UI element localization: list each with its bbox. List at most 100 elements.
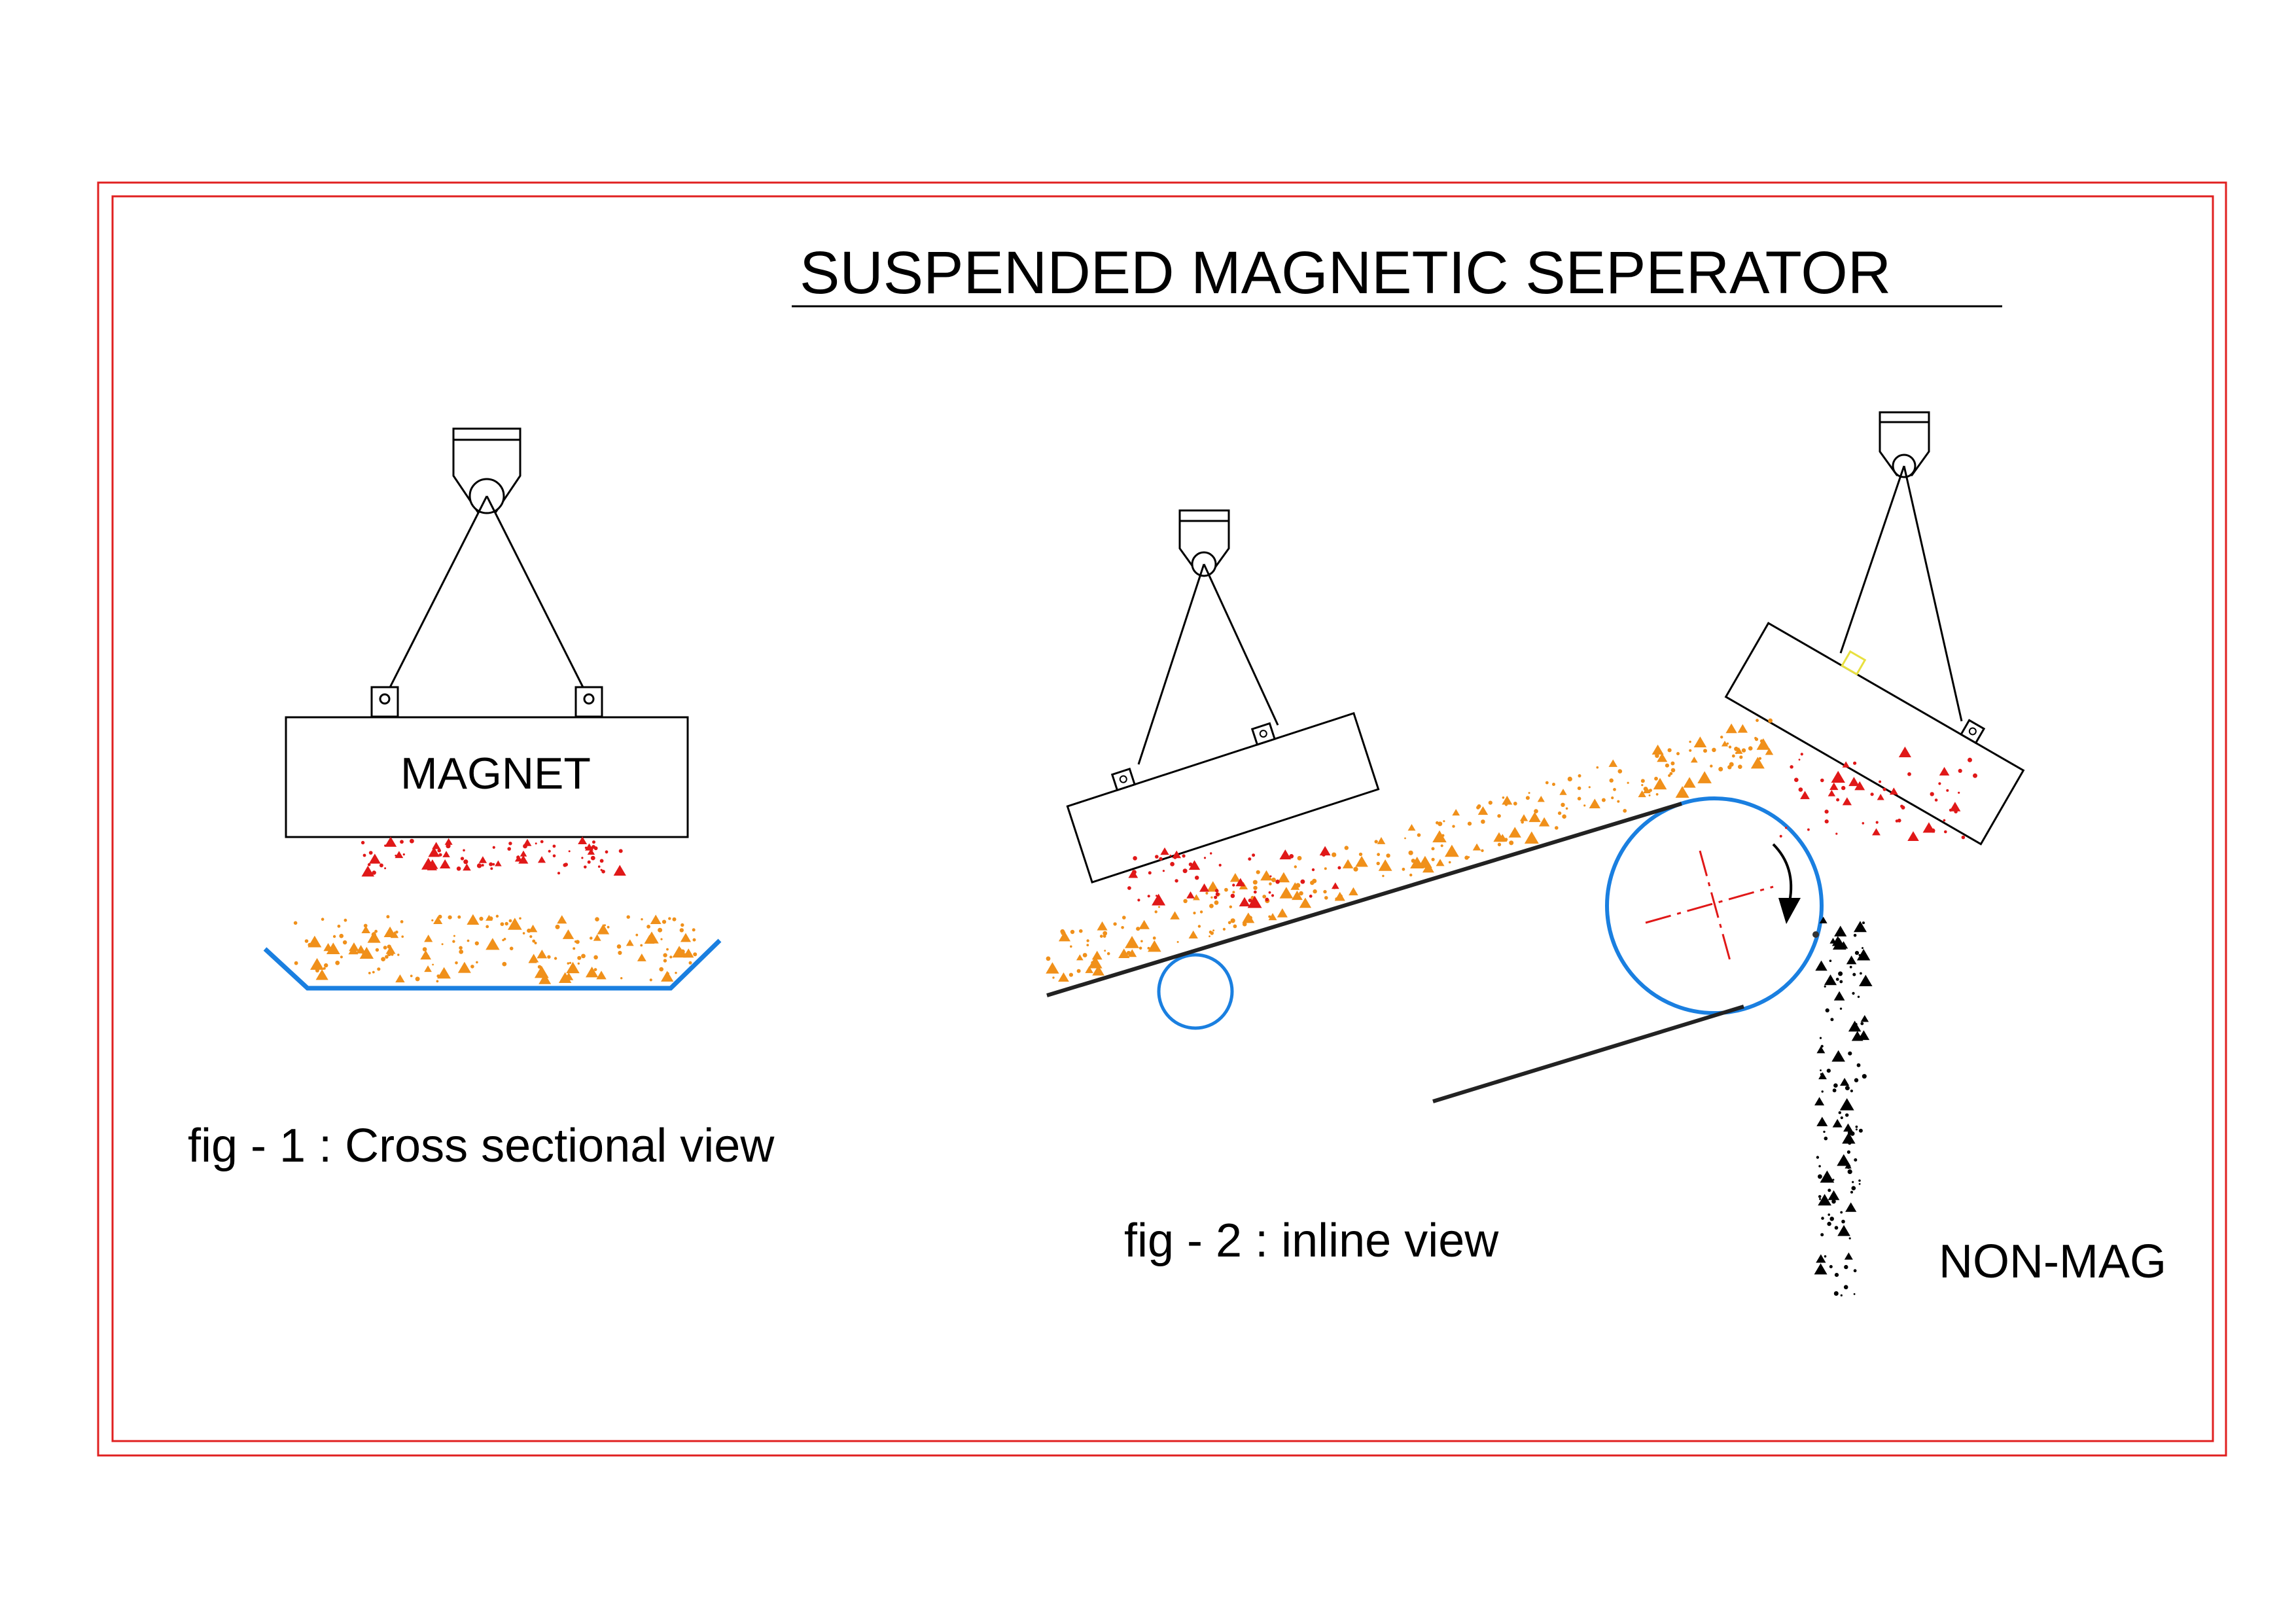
particle [1930,792,1934,796]
particle [1256,870,1260,874]
particle [433,916,443,925]
particle [397,954,400,956]
particle [361,925,370,934]
particle [1852,972,1856,976]
particle [635,933,639,936]
particle [519,917,521,920]
particle [1324,896,1328,900]
particle [463,849,465,852]
particle [1856,1063,1861,1067]
particle [669,955,673,959]
particle [1819,1037,1822,1039]
particle [1127,949,1137,957]
particle [1310,880,1315,885]
particle [1668,774,1671,777]
particle [390,931,399,938]
particle [1227,921,1231,925]
particle [1835,832,1838,835]
particle [672,917,677,921]
particle [1642,787,1651,794]
particle [1840,1077,1850,1086]
fig2-mixed-material-on-belt [1046,718,1774,982]
particle [637,954,646,961]
non-mag-label: NON-MAG [1939,1236,2166,1288]
particle [436,980,439,983]
particle [1830,1018,1834,1022]
fig2-head-pulley-center-mark [1645,850,1774,966]
particle [1467,821,1472,826]
particle [1052,976,1055,979]
particle [1577,786,1581,791]
particle [1835,978,1839,981]
particle [1859,974,1873,986]
particle [1653,777,1667,790]
particle [1349,887,1358,896]
particle [478,856,487,863]
particle [1148,871,1152,875]
particle [379,863,383,868]
particle [537,949,548,959]
particle [618,849,623,853]
particle [1214,895,1218,899]
particle [534,942,537,944]
particle [1763,743,1767,747]
particle [1334,891,1345,901]
particle [1665,763,1669,768]
rotation-arrow [1772,843,1801,924]
particle [1839,1098,1854,1111]
particle [1712,747,1716,753]
particle [666,948,669,951]
particle [1332,852,1337,857]
particle [1838,971,1843,976]
particle [1113,922,1117,926]
particle [1207,881,1220,892]
particle [1779,834,1782,838]
particle [1214,900,1219,905]
particle [1842,797,1852,806]
particle [1355,855,1368,867]
particle [422,947,427,952]
particle [1821,1120,1825,1124]
particle [1731,754,1735,758]
particle [1104,950,1106,952]
particle [439,859,451,868]
particle [1309,895,1313,898]
particle [1323,889,1327,894]
particle [1800,791,1810,800]
particle [1862,921,1865,925]
particle [1378,859,1392,871]
particle [1324,867,1327,870]
particle [1824,1255,1827,1258]
particle [489,862,493,866]
particle [1436,859,1445,866]
particle [1756,719,1759,722]
particle [1718,766,1723,772]
particle [1943,819,1946,822]
particle [1798,758,1801,761]
particle [1565,807,1568,810]
particle [1858,1128,1863,1133]
particle [503,938,506,940]
particle [438,914,442,919]
particle [1422,863,1434,873]
particle [1193,894,1200,901]
particle [495,860,502,866]
particle [1623,809,1627,813]
particle [1853,934,1857,937]
particle [597,865,601,868]
particle [1820,1044,1824,1048]
particle [1136,927,1140,931]
particle [557,872,561,875]
particle [502,961,507,967]
particle [692,938,696,942]
particle [1836,798,1840,802]
particle [1448,861,1451,864]
particle [1847,1169,1852,1174]
particle [1849,965,1852,969]
particle [1617,800,1620,803]
particle [1824,819,1829,824]
particle [592,840,595,844]
particle [1735,752,1738,755]
particle [1648,789,1652,793]
particle [308,942,312,948]
